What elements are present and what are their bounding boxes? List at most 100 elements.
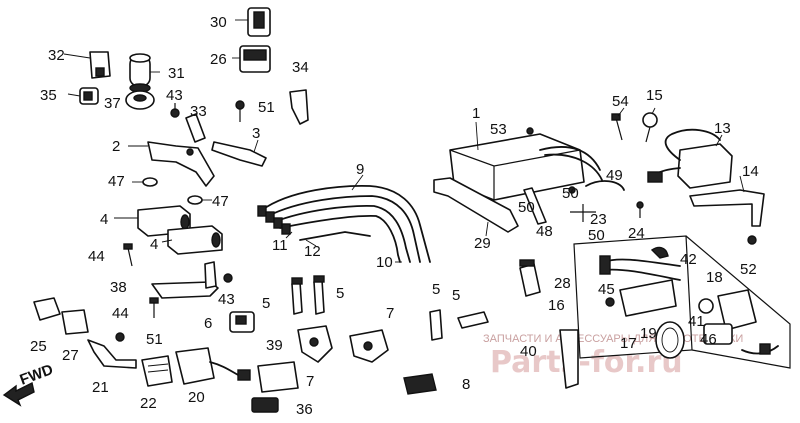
part-36-connector [251, 397, 279, 413]
callout-numbers: 30 26 32 31 35 37 43 33 51 34 3 2 47 47 … [30, 14, 759, 418]
part-41-washer [698, 298, 714, 314]
part-38-bracket [151, 261, 219, 299]
callout-33: 33 [190, 103, 207, 120]
part-46-holder [703, 323, 733, 345]
part-44-screw-b [149, 297, 159, 318]
part-7-sensor-b [349, 329, 389, 363]
part-16-assembly-frame [573, 235, 791, 369]
part-13-coil [647, 128, 733, 189]
callout-25: 25 [30, 338, 47, 355]
callout-43-top: 43 [166, 87, 183, 104]
callout-17: 17 [620, 335, 637, 352]
part-2-bracket [147, 141, 215, 187]
callout-23: 23 [590, 211, 607, 228]
part-5-connector-d [457, 311, 489, 329]
callout-7-a: 7 [306, 373, 314, 390]
callout-38: 38 [110, 279, 127, 296]
part-32-sensor [89, 51, 111, 79]
fwd-label: FWD [18, 361, 56, 389]
part-5-connector-b [313, 275, 325, 315]
callout-44-b: 44 [112, 305, 129, 322]
callout-4-a: 4 [100, 211, 108, 228]
callout-5-a: 5 [262, 295, 270, 312]
callout-16: 16 [548, 297, 565, 314]
callout-21: 21 [92, 379, 109, 396]
callout-10: 10 [376, 254, 393, 271]
part-17-ring [655, 321, 685, 359]
part-harness-tail [741, 343, 779, 355]
part-53-screw [526, 127, 534, 135]
callout-48: 48 [536, 223, 553, 240]
part-43-bolt-top [170, 103, 180, 118]
callout-39: 39 [266, 337, 283, 354]
callout-8: 8 [462, 376, 470, 393]
callout-44-a: 44 [88, 248, 105, 265]
part-48-hose [523, 187, 547, 225]
part-7-sensor-a [297, 325, 333, 363]
part-42-clamp [650, 246, 669, 259]
part-18-fuse-box [717, 289, 757, 331]
callout-26: 26 [210, 51, 227, 68]
callout-4-b: 4 [150, 236, 158, 253]
part-26-relay [239, 45, 271, 73]
callout-7-b: 7 [386, 305, 394, 322]
callout-50-a: 50 [518, 199, 535, 216]
callout-1: 1 [472, 105, 480, 122]
part-45-screw [605, 297, 615, 307]
part-6-switch [229, 311, 255, 333]
callout-51-mid: 51 [146, 331, 163, 348]
callout-19: 19 [640, 325, 657, 342]
callout-50-b: 50 [562, 185, 579, 202]
callout-15: 15 [646, 87, 663, 104]
callout-52: 52 [740, 261, 757, 278]
callout-35: 35 [40, 87, 57, 104]
callout-2: 2 [112, 138, 120, 155]
callout-30: 30 [210, 14, 227, 31]
callout-20: 20 [188, 389, 205, 406]
callout-54: 54 [612, 93, 629, 110]
part-22-reflector [141, 355, 173, 387]
part-52-screw [747, 235, 757, 245]
callout-29: 29 [474, 235, 491, 252]
callout-34: 34 [292, 59, 309, 76]
part-50-clip-a [568, 186, 576, 194]
part-9-spark-plug-wires [261, 184, 431, 263]
part-33-bracket [185, 113, 206, 143]
callout-6: 6 [204, 315, 212, 332]
callout-18: 18 [706, 269, 723, 286]
part-44-screw-a [123, 243, 133, 267]
part-31-canister [129, 53, 151, 93]
watermark-logo: Parts-for.ru [490, 345, 683, 380]
callout-43-mid: 43 [218, 291, 235, 308]
arrow-left-icon [2, 381, 35, 407]
callout-47-b: 47 [212, 193, 229, 210]
part-11-plug-cap [257, 205, 291, 235]
part-43-bolt-mid [223, 273, 233, 283]
callout-3: 3 [252, 125, 260, 142]
callout-40: 40 [520, 343, 537, 360]
part-30-relay [247, 7, 271, 37]
part-29-bracket [433, 177, 519, 233]
part-40-bracket [559, 329, 579, 389]
part-37-grommet [125, 90, 155, 110]
callout-41: 41 [688, 313, 705, 330]
callout-42: 42 [680, 251, 697, 268]
part-49-tube [585, 180, 625, 191]
callout-5-c: 5 [432, 281, 440, 298]
callout-31: 31 [168, 65, 185, 82]
part-35-clip [79, 87, 99, 105]
part-harness-wires [539, 146, 603, 181]
callout-53: 53 [490, 121, 507, 138]
part-24-screw [636, 201, 644, 218]
part-12-wire-tube [299, 231, 371, 241]
callout-13: 13 [714, 120, 731, 137]
callout-51-top: 51 [258, 99, 275, 116]
part-4-ignition-coil-b [167, 225, 223, 255]
part-19-relay [619, 279, 677, 317]
leader-lines [63, 19, 745, 263]
part-8-clip [403, 373, 437, 395]
callout-28: 28 [554, 275, 571, 292]
callout-49: 49 [606, 167, 623, 184]
callout-9: 9 [356, 161, 364, 178]
callout-5-d: 5 [452, 287, 460, 304]
